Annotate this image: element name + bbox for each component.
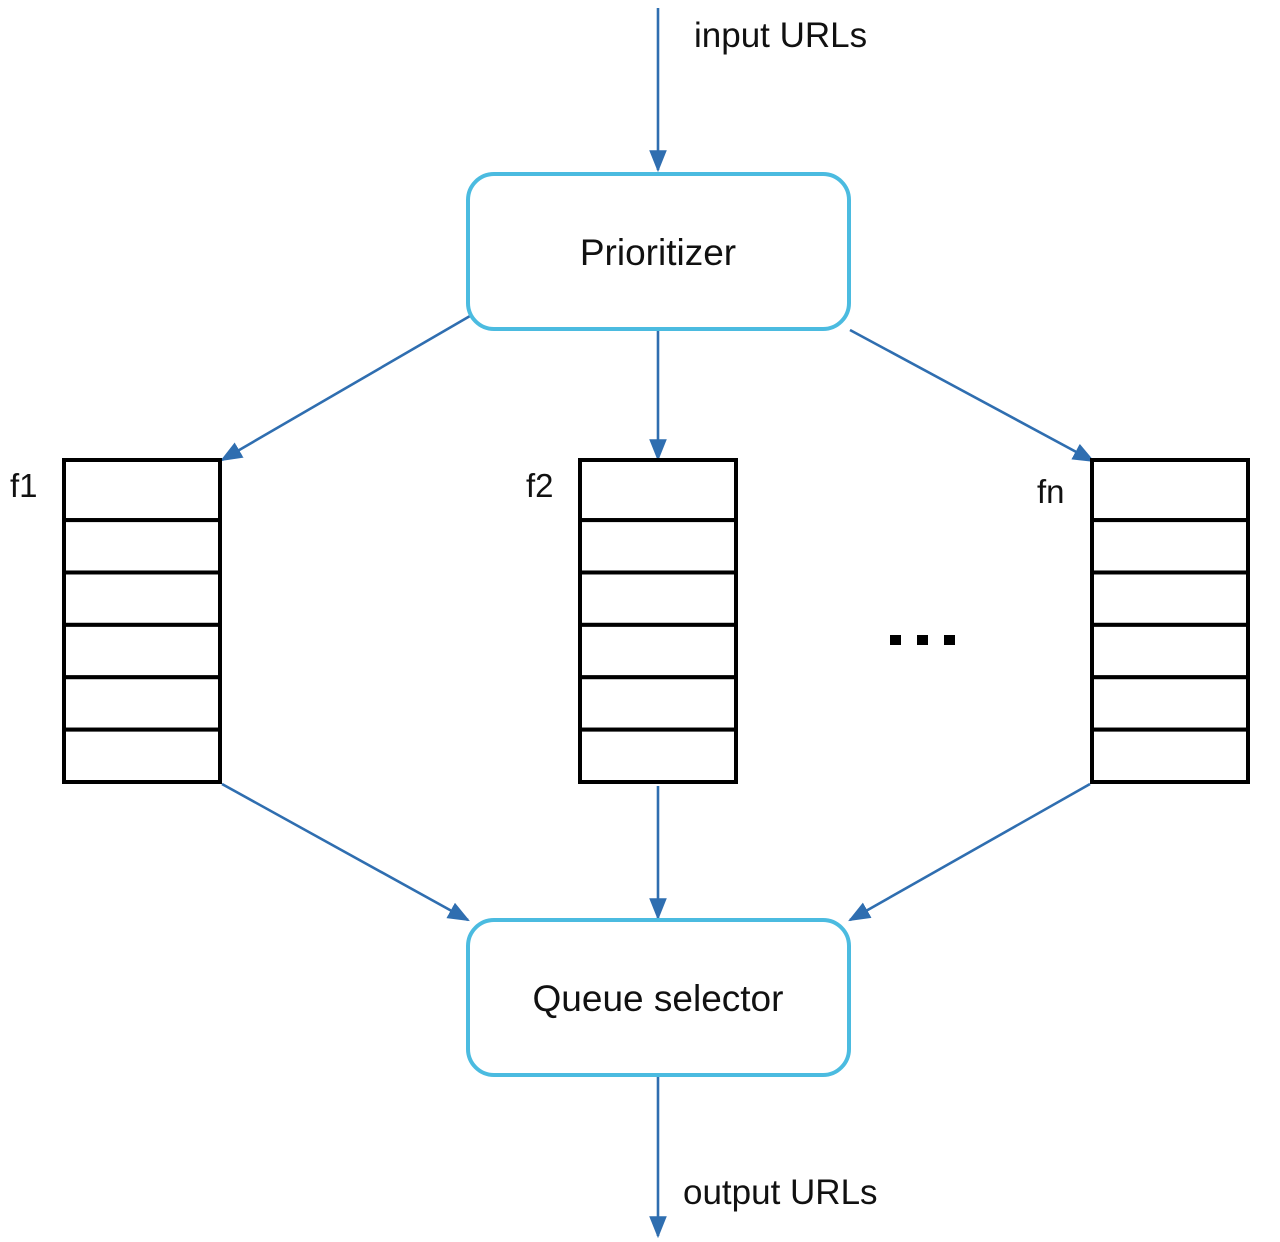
- queue-f2-cell: [578, 622, 738, 680]
- queue-f2-cell: [578, 518, 738, 575]
- queue-f1: f1: [10, 458, 222, 785]
- queue-f2-cell: [578, 727, 738, 785]
- queue-f2: f2: [526, 458, 738, 785]
- queue-f2-label: f2: [526, 467, 554, 504]
- queue-f2-cell: [578, 675, 738, 732]
- ellipsis-dot: [917, 635, 928, 645]
- edge-fn-to-selector: [848, 782, 1091, 922]
- queue-fn: fn: [1037, 458, 1250, 785]
- edge-f1-to-selector: [221, 782, 470, 922]
- queue-selector-node: Queue selector: [466, 918, 851, 1077]
- queue-fn-cell: [1090, 727, 1250, 785]
- ellipsis-more-queues: [890, 635, 955, 645]
- input-urls-label: input URLs: [694, 16, 867, 55]
- queue-f1-cell: [62, 675, 222, 732]
- queue-fn-cell: [1090, 622, 1250, 680]
- edge-prioritizer-to-fn: [849, 328, 1095, 463]
- ellipsis-dot: [944, 635, 955, 645]
- queue-f1-cell: [62, 727, 222, 785]
- queue-f2-cell: [578, 570, 738, 627]
- queue-fn-cell: [1090, 518, 1250, 575]
- queue-f1-cell: [62, 622, 222, 680]
- edge-prioritizer-to-f1: [220, 314, 471, 462]
- queue-f1-label: f1: [10, 467, 38, 504]
- queue-f1-cell: [62, 570, 222, 627]
- ellipsis-dot: [890, 635, 901, 645]
- queue-f2-cell: [578, 458, 738, 523]
- prioritizer-node: Prioritizer: [466, 172, 851, 331]
- queue-selector-label: Queue selector: [533, 978, 784, 1019]
- prioritizer-label: Prioritizer: [580, 232, 736, 273]
- queue-fn-label: fn: [1037, 473, 1065, 510]
- queue-fn-cell: [1090, 675, 1250, 732]
- queue-fn-cell: [1090, 570, 1250, 627]
- queue-fn-cells: [1090, 458, 1250, 785]
- queue-f1-cell: [62, 518, 222, 575]
- queue-f1-cells: [62, 458, 222, 785]
- queue-f2-cells: [578, 458, 738, 785]
- queue-f1-cell: [62, 458, 222, 523]
- queue-fn-cell: [1090, 458, 1250, 523]
- output-urls-label: output URLs: [683, 1173, 878, 1212]
